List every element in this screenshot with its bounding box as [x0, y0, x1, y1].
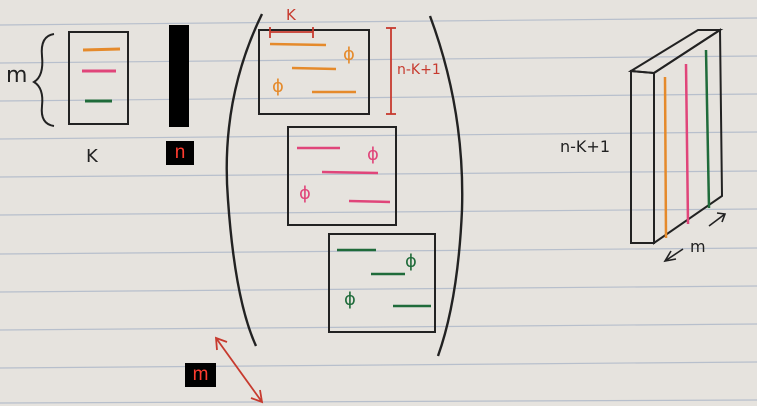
- block-green: ϕ ϕ: [328, 233, 436, 333]
- right-parenthesis: [428, 15, 464, 357]
- block-green-box: [328, 233, 436, 333]
- left-matrix-box: [68, 31, 129, 125]
- phi-pink-top: ϕ: [367, 144, 379, 165]
- phi-pink-bottom: ϕ: [299, 183, 311, 204]
- block-orange-box: [258, 29, 370, 115]
- label-k-bottom: K: [86, 146, 99, 167]
- phi-orange-top: ϕ: [343, 44, 355, 65]
- left-matrix-orange-row: [82, 47, 121, 52]
- tag-n: n: [166, 141, 194, 165]
- label-cube-depth: m: [690, 237, 706, 256]
- label-k-top: K: [286, 6, 297, 24]
- left-parenthesis: [225, 13, 264, 347]
- black-vector-bar: [169, 25, 189, 127]
- tensor-slab: [627, 28, 727, 263]
- slab-front-face: [630, 69, 655, 244]
- block-pink-box: [287, 126, 397, 226]
- tag-m: m: [185, 363, 216, 387]
- phi-green-bottom: ϕ: [344, 289, 356, 310]
- block-pink: ϕ ϕ: [287, 126, 397, 226]
- slab-right-face: [653, 28, 724, 245]
- depth-arrow-m: [214, 336, 264, 404]
- phi-orange-bottom: ϕ: [272, 76, 284, 97]
- label-m-left: m: [6, 63, 27, 88]
- phi-green-top: ϕ: [405, 251, 417, 272]
- left-brace: [32, 33, 55, 127]
- block-orange: ϕ ϕ K n-K+1: [258, 6, 441, 115]
- notebook-ruling: [0, 17, 757, 404]
- label-cube-height: n-K+1: [560, 137, 610, 156]
- label-height-n-k-1: n-K+1: [397, 62, 441, 78]
- left-matrix: m K: [6, 31, 129, 167]
